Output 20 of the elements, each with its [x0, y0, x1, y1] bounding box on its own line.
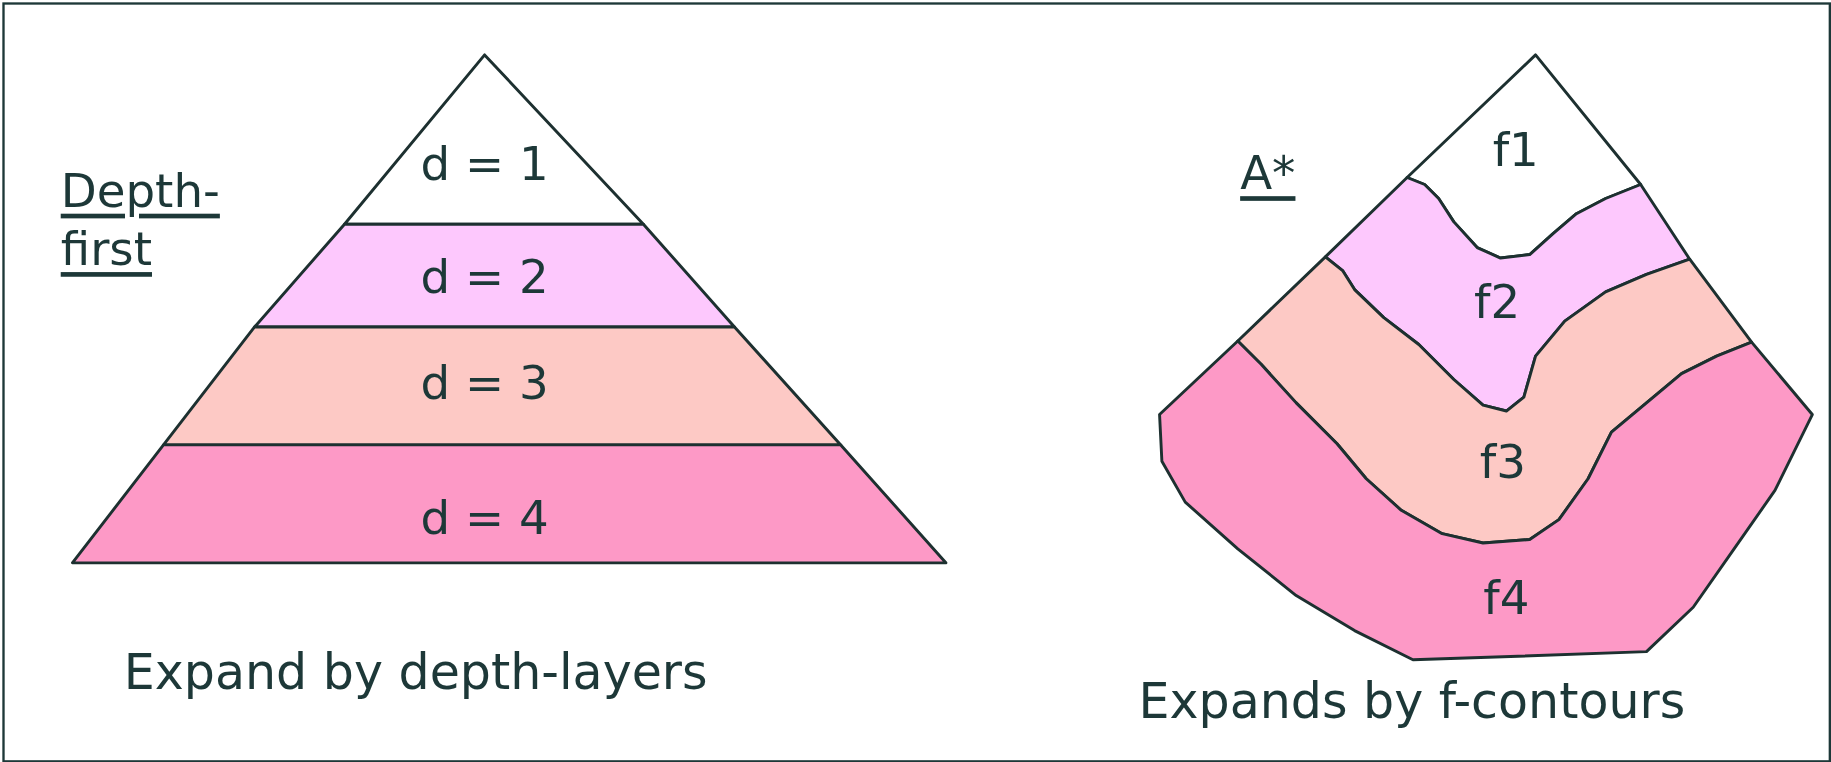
pyramid-layer	[72, 444, 946, 563]
pyramid-layer	[254, 224, 735, 327]
layer-label: f1	[1492, 123, 1539, 176]
contour-band	[1159, 341, 1813, 660]
layer-label: f2	[1473, 275, 1521, 327]
layer-label: d = 1	[420, 137, 549, 190]
layer-label: d = 3	[420, 357, 549, 409]
layer-label: f4	[1483, 572, 1530, 624]
caption: Expand by depth-layers	[123, 642, 708, 703]
caption: Expands by f-contours	[1138, 671, 1686, 732]
pyramid-layer	[163, 326, 841, 445]
heading: Depth-first	[60, 162, 221, 278]
contour-band	[1325, 177, 1690, 412]
contour-band	[1237, 256, 1752, 543]
heading: A*	[1240, 144, 1296, 202]
pyramid-layer	[344, 54, 644, 225]
layer-label: d = 4	[420, 491, 549, 543]
layer-label: d = 2	[420, 251, 549, 303]
layer-label: f3	[1479, 435, 1526, 487]
contour-band	[1407, 54, 1641, 259]
